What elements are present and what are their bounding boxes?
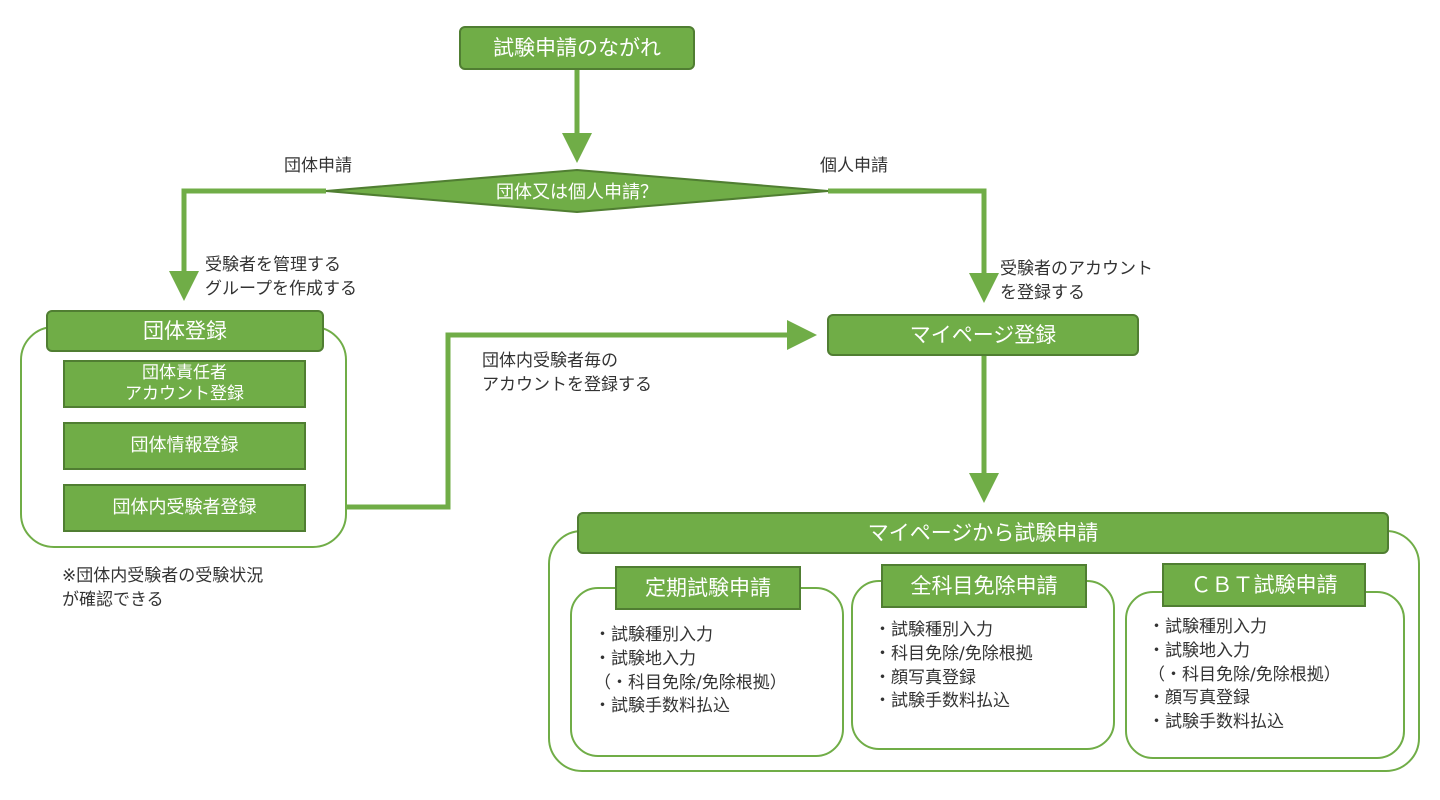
group-registration-header: 団体登録 (46, 310, 324, 352)
panel-cbt-title: ＣＢＴ試験申請 (1162, 563, 1366, 607)
arrow-decision-to-group (169, 188, 326, 301)
list-item: ・試験手数料払込 (594, 696, 730, 717)
group-step-leader-account-text: 団体責任者 アカウント登録 (125, 362, 244, 404)
list-item: ・試験種別入力 (1148, 617, 1267, 637)
panel-exemption-title-text: 全科目免除申請 (910, 573, 1058, 598)
group-step-members-text: 団体内受験者登録 (112, 496, 257, 518)
group-registration-header-text: 団体登録 (143, 318, 227, 343)
group-step-leader-account: 団体責任者 アカウント登録 (63, 360, 306, 408)
list-item: ・試験種別入力 (594, 625, 713, 645)
edge-label-group: 受験者を管理する グループを作成する (205, 255, 357, 299)
group-step-info-text: 団体情報登録 (130, 434, 239, 456)
list-item: ・試験手数料払込 (1148, 712, 1284, 733)
panel-cbt-frame (1125, 591, 1405, 759)
group-step-info: 団体情報登録 (63, 422, 306, 470)
list-item: ・試験地入力 (594, 648, 696, 669)
list-item: ・顔写真登録 (1148, 688, 1250, 709)
edge-label-individual: 受験者のアカウント を登録する (1000, 259, 1153, 303)
arrow-group-to-mypage (306, 320, 817, 510)
list-item: ・試験手数料払込 (874, 691, 1010, 712)
group-step-members: 団体内受験者登録 (63, 484, 306, 532)
list-item: ・試験種別入力 (874, 620, 993, 640)
mypage-registration: マイページ登録 (827, 314, 1139, 356)
panel-cbt-list: ・試験種別入力 ・試験地入力 （・科目免除/免除根拠） ・顔写真登録 ・試験手数… (1148, 616, 1341, 735)
panel-cbt-title-text: ＣＢＴ試験申請 (1190, 572, 1338, 597)
mypage-registration-text: マイページ登録 (909, 322, 1057, 347)
panel-regular-list: ・試験種別入力 ・試験地入力 （・科目免除/免除根拠） ・試験手数料払込 (594, 624, 787, 719)
list-item: ・科目免除/免除根拠 (874, 643, 1033, 664)
panel-regular-title-text: 定期試験申請 (645, 575, 771, 600)
panel-regular-frame (570, 587, 844, 757)
edge-label-group-to-mypage: 団体内受験者毎の アカウントを登録する (482, 351, 652, 395)
panel-exemption-list: ・試験種別入力 ・科目免除/免除根拠 ・顔写真登録 ・試験手数料払込 (874, 619, 1033, 714)
decision-label-text: 団体又は個人申請？ (496, 182, 658, 203)
panel-regular-title: 定期試験申請 (615, 566, 801, 610)
branch-label-group: 団体申請 (284, 156, 352, 176)
group-footnote: ※団体内受験者の受験状況 が確認できる (62, 566, 264, 610)
decision-diamond (325, 168, 829, 214)
panel-exemption-frame (851, 580, 1115, 750)
decision-label: 団体又は個人申請？ (440, 176, 714, 206)
list-item: ・顔写真登録 (874, 667, 976, 688)
apply-header-text: マイページから試験申請 (867, 520, 1099, 545)
apply-header: マイページから試験申請 (577, 512, 1389, 554)
list-item: ・試験地入力 (1148, 640, 1250, 661)
list-item: （・科目免除/免除根拠） (594, 672, 787, 693)
flow-title: 試験申請のながれ (459, 26, 695, 70)
panel-exemption-title: 全科目免除申請 (881, 564, 1087, 608)
branch-label-individual: 個人申請 (820, 156, 888, 176)
arrow-decision-to-mypage (828, 188, 999, 303)
list-item: （・科目免除/免除根拠） (1148, 664, 1341, 685)
flow-title-text: 試験申請のながれ (493, 35, 661, 60)
